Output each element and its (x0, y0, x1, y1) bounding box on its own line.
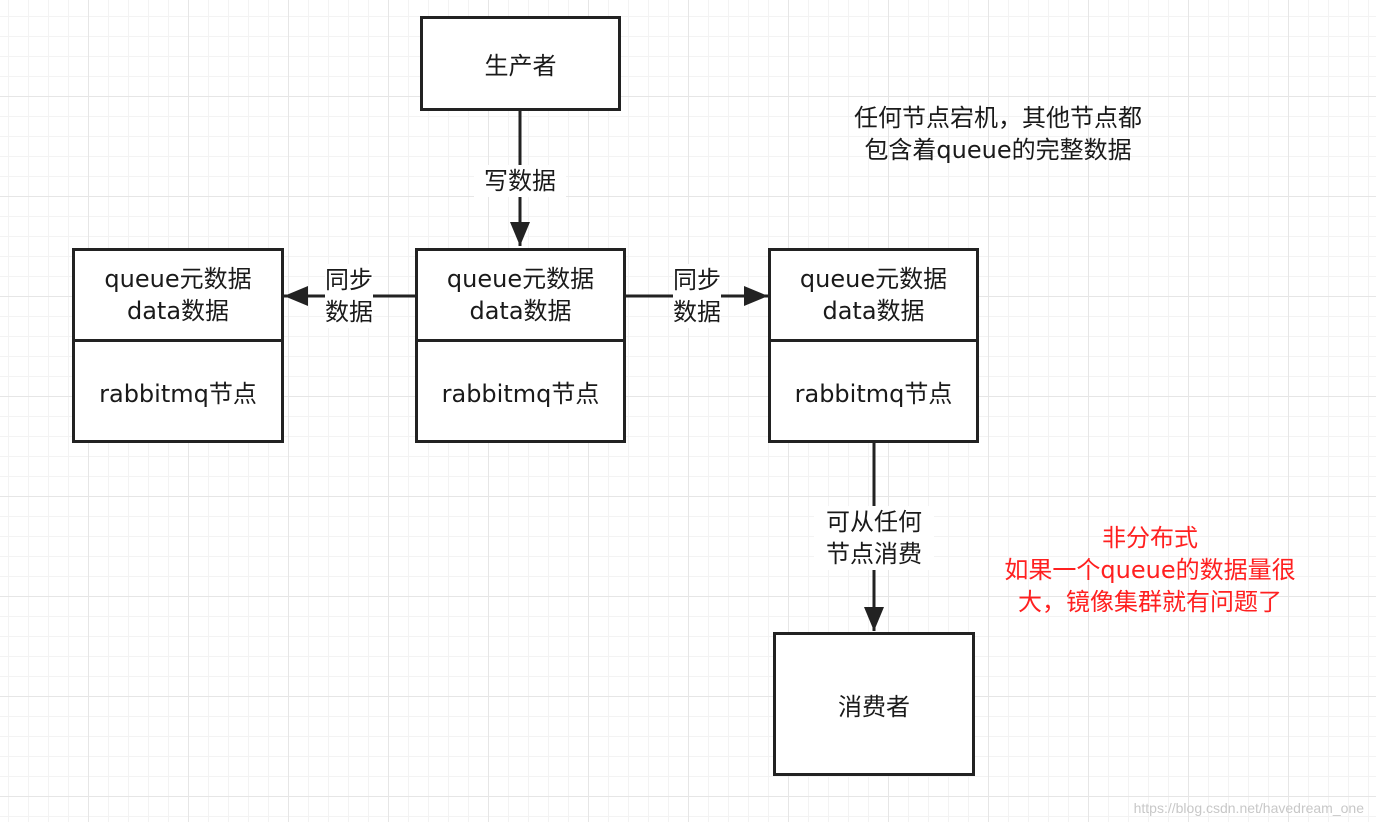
sync-right-label: 同步 数据 (660, 264, 734, 328)
warning-note: 非分布式 如果一个queue的数据量很 大，镜像集群就有问题了 (980, 522, 1320, 618)
sync-left-arrowhead (284, 286, 308, 306)
mirror-note: 任何节点宕机，其他节点都 包含着queue的完整数据 (828, 102, 1168, 166)
node-name: rabbitmq节点 (794, 379, 953, 408)
node-meta-section: queue元数据 data数据 (75, 251, 281, 342)
node-meta-data: data数据 (822, 297, 925, 325)
rabbitmq-node-left: queue元数据 data数据 rabbitmq节点 (72, 248, 284, 443)
consume-line1: 可从任何 (826, 508, 922, 536)
warning-line1: 非分布式 (1102, 524, 1198, 552)
rabbitmq-node-right: queue元数据 data数据 rabbitmq节点 (768, 248, 979, 443)
node-name: rabbitmq节点 (99, 379, 257, 408)
consume-label: 可从任何 节点消费 (814, 506, 934, 570)
node-meta-section: queue元数据 data数据 (418, 251, 623, 342)
node-meta-section: queue元数据 data数据 (771, 251, 976, 342)
watermark: https://blog.csdn.net/havedream_one (1133, 800, 1364, 816)
node-meta-queue: queue元数据 (799, 265, 948, 293)
node-meta-data: data数据 (126, 297, 230, 325)
sync-left-line1: 同步 (325, 264, 373, 296)
sync-right-line2: 数据 (673, 296, 721, 328)
consumer-label: 消费者 (838, 692, 910, 721)
node-meta-queue: queue元数据 (446, 265, 595, 293)
node-name: rabbitmq节点 (441, 379, 600, 408)
warning-line2: 如果一个queue的数据量很 (1004, 556, 1296, 584)
sync-left-label: 同步 数据 (312, 264, 386, 328)
mirror-note-line1: 任何节点宕机，其他节点都 (854, 104, 1142, 132)
mirror-note-line2: 包含着queue的完整数据 (864, 136, 1132, 164)
write-arrowhead (510, 222, 530, 246)
sync-right-arrowhead (744, 286, 768, 306)
consumer-box: 消费者 (773, 632, 975, 776)
node-meta-data: data数据 (469, 297, 572, 325)
node-meta-queue: queue元数据 (104, 265, 252, 293)
write-label: 写数据 (474, 165, 566, 197)
sync-right-line1: 同步 (673, 264, 721, 296)
producer-label: 生产者 (484, 52, 557, 80)
consume-line2: 节点消费 (826, 540, 922, 568)
producer-box: 生产者 (420, 16, 621, 111)
warning-line3: 大，镜像集群就有问题了 (1018, 588, 1282, 616)
sync-left-line2: 数据 (325, 296, 373, 328)
rabbitmq-node-middle: queue元数据 data数据 rabbitmq节点 (415, 248, 626, 443)
consume-arrowhead (864, 607, 884, 631)
